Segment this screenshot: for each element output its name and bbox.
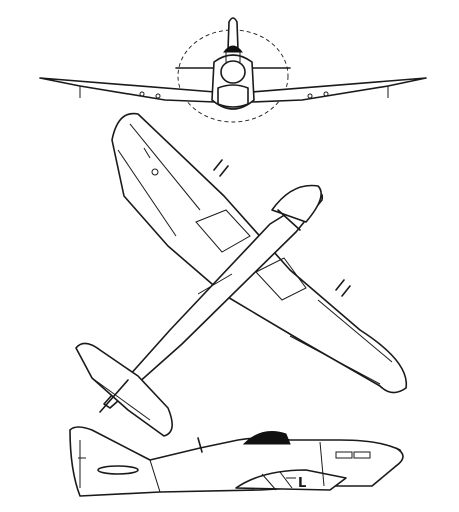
chin-radiator: [217, 84, 249, 108]
wing-fitting: [155, 93, 161, 99]
front-view: [39, 17, 427, 123]
antenna-mast: [197, 437, 203, 453]
pitot: [143, 147, 151, 159]
plan-fin: [99, 379, 129, 413]
front-canopy-frame: [225, 52, 241, 64]
wing-fitting: [307, 93, 313, 99]
aileron-line: [117, 149, 177, 237]
wing-fitting: [323, 91, 329, 97]
undercarriage: [261, 471, 293, 491]
side-fuselage: [69, 426, 403, 497]
side-view-letter: L: [298, 476, 306, 491]
plan-nose: [271, 184, 322, 223]
side-canopy: [242, 431, 291, 445]
side-view: L: [69, 426, 404, 497]
propeller-blade-top: [227, 17, 239, 51]
spinner: [222, 45, 244, 53]
wing-fitting: [139, 91, 145, 97]
front-wing-right: [251, 77, 427, 103]
front-wing-left: [39, 77, 216, 103]
plan-tailplane: [75, 342, 173, 437]
wheel-well-right: [255, 257, 307, 301]
flap-line: [289, 335, 381, 385]
wing-cannons: [213, 159, 351, 297]
cockpit-line: [197, 273, 233, 295]
panel-line: [319, 441, 325, 487]
leading-edge-line: [129, 123, 201, 211]
plan-propeller: [277, 209, 301, 231]
elevator-line: [91, 377, 151, 421]
leading-edge-line-right: [317, 299, 393, 363]
plan-view: [75, 112, 408, 437]
side-wing-root: [235, 469, 347, 491]
roundel-mark: [151, 168, 159, 176]
side-tailplane: [97, 465, 139, 475]
front-cowling-ring: [220, 60, 246, 84]
side-spinner: [395, 447, 404, 467]
exhaust-stubs: [335, 451, 371, 459]
wheel-well-left: [195, 209, 251, 253]
panel-line: [149, 459, 161, 493]
